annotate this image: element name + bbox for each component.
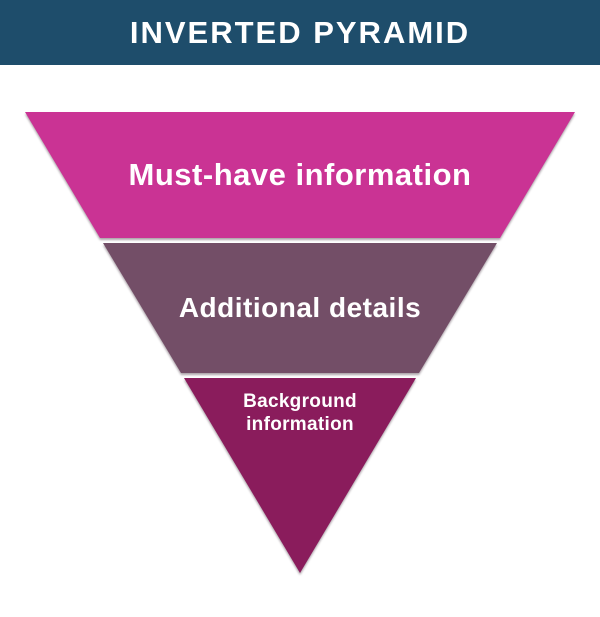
- header-bar: INVERTED PYRAMID: [0, 0, 600, 65]
- pyramid-section-top-wrap: Must-have information: [0, 112, 600, 238]
- pyramid-section-additional-details: Additional details: [103, 243, 497, 373]
- pyramid-section-background-information: Background information: [184, 378, 416, 573]
- pyramid-section-background-information-label: Background information: [243, 391, 357, 435]
- pyramid-section-additional-details-label: Additional details: [178, 292, 422, 323]
- pyramid-section-must-have: Must-have information: [25, 112, 575, 238]
- pyramid-section-middle-wrap: Additional details: [0, 243, 600, 373]
- page-title: INVERTED PYRAMID: [129, 15, 471, 50]
- pyramid-section-bottom-wrap: Background information: [0, 378, 600, 573]
- pyramid-section-must-have-label: Must-have information: [128, 157, 472, 192]
